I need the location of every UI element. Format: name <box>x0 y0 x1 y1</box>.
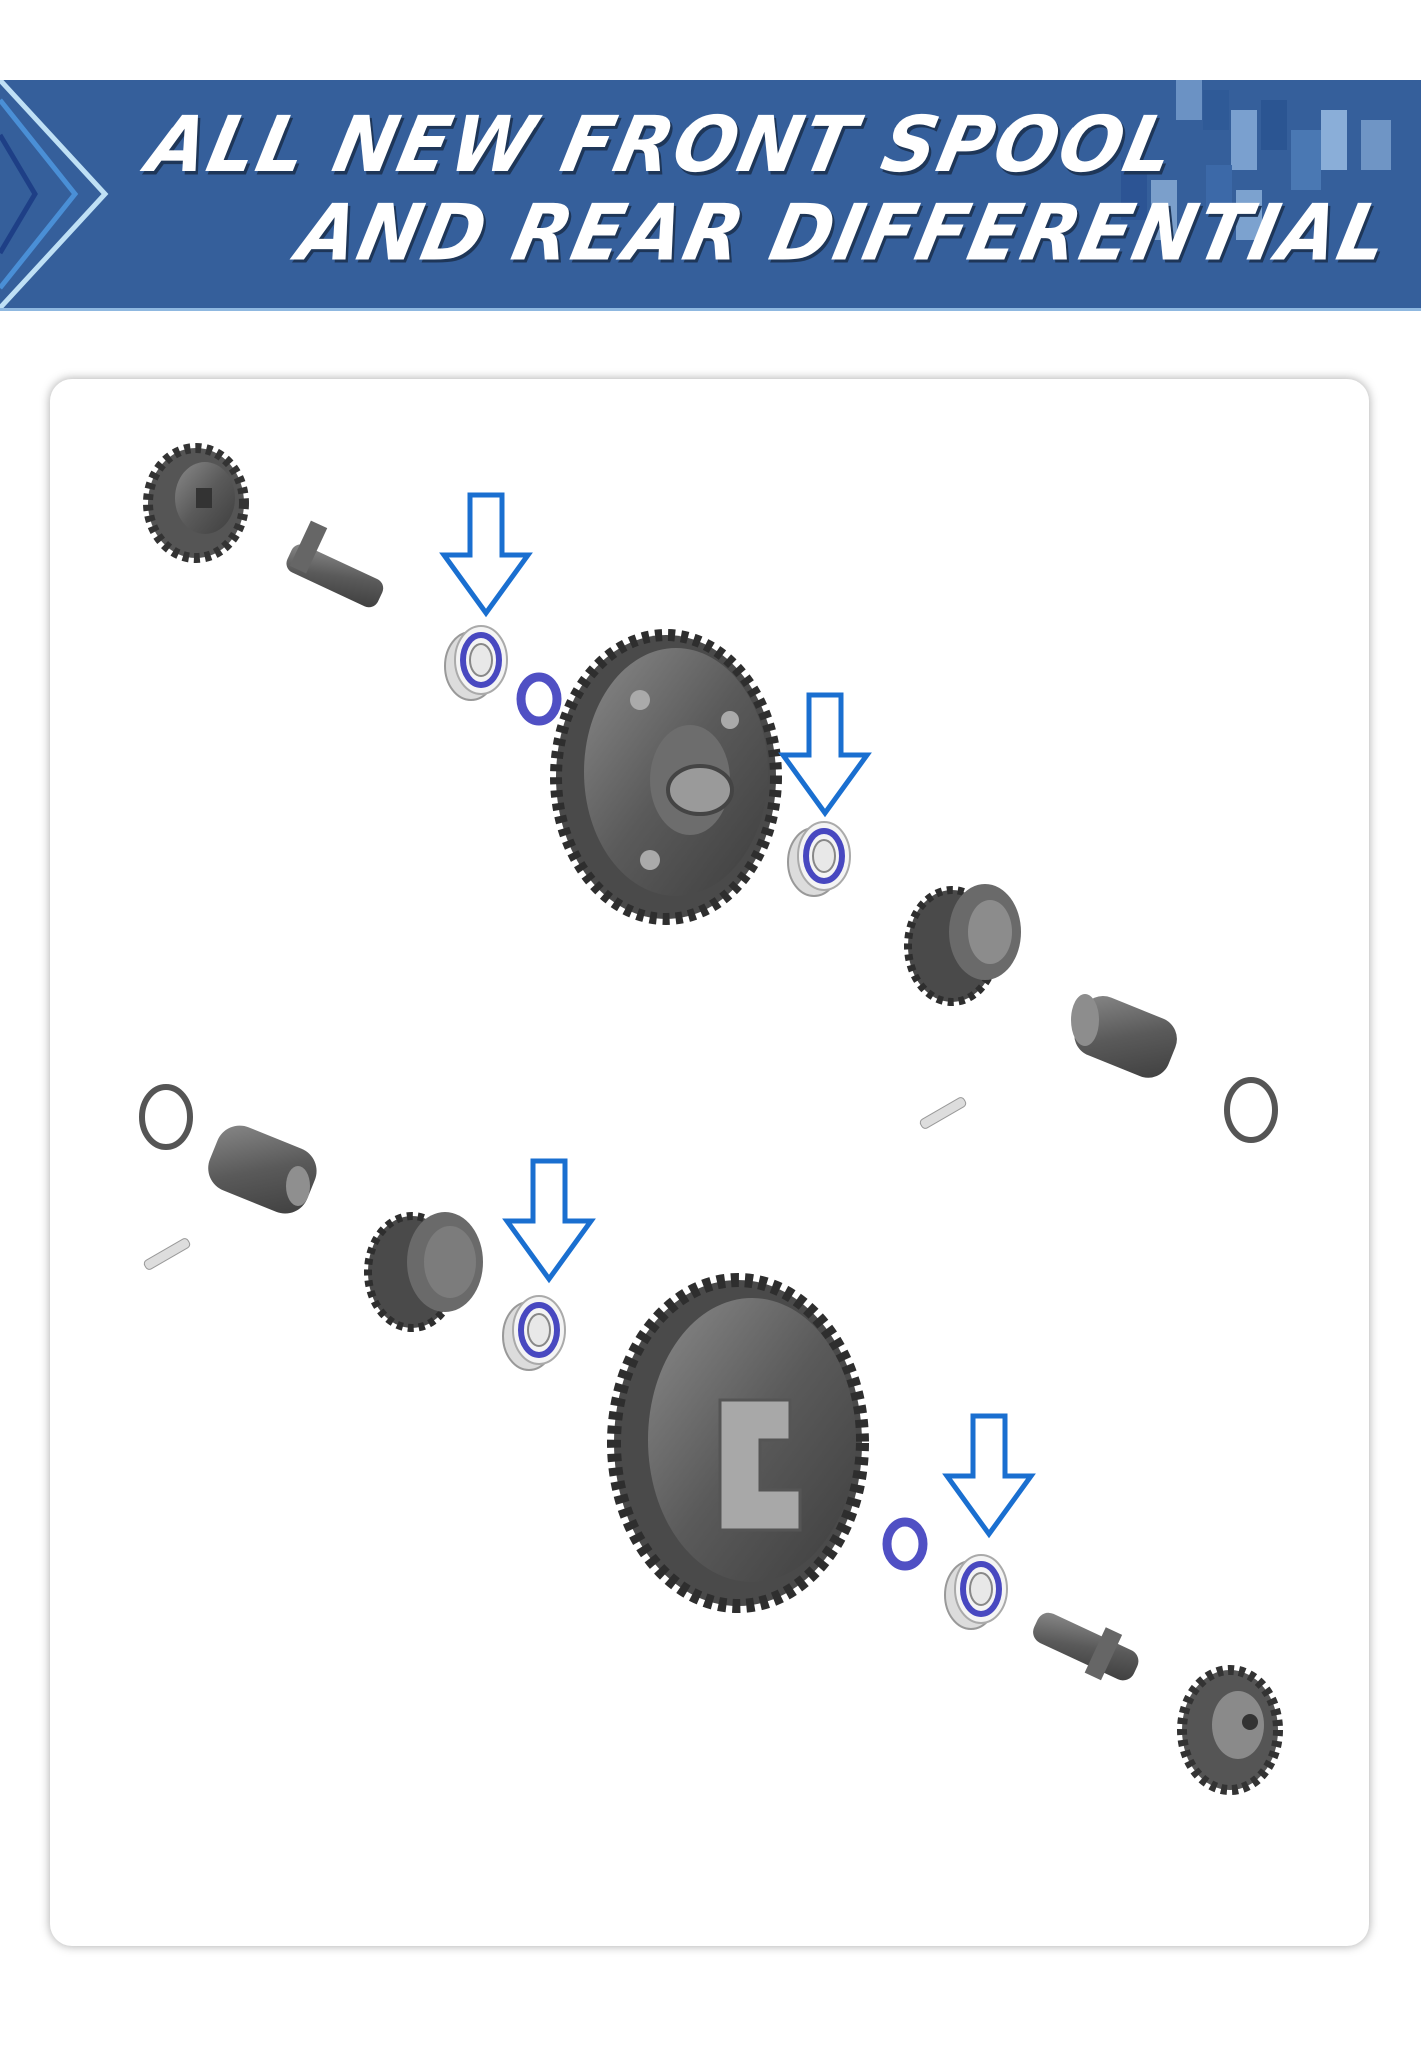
spool-spur-gear <box>550 629 782 925</box>
drive-pin-rear <box>143 1238 191 1270</box>
callout-arrow-3 <box>507 1161 591 1279</box>
spool-hub-front <box>904 884 1021 1006</box>
callout-arrow-1 <box>444 495 528 613</box>
outdrive-cup-front-right <box>1071 994 1177 1078</box>
differential-ring-gear <box>607 1273 869 1613</box>
diff-hub-rear <box>364 1212 483 1332</box>
exploded-parts-diagram <box>50 443 1283 1795</box>
o-ring-blue-small-front <box>516 672 562 726</box>
header-banner: ALL NEW FRONT SPOOL AND REAR DIFFERENTIA… <box>0 80 1421 311</box>
outdrive-cup-rear-left <box>208 1125 317 1214</box>
o-ring-front-right <box>1227 1080 1275 1140</box>
pixel-decoration <box>1121 80 1391 240</box>
callout-arrow-2 <box>783 695 867 813</box>
bearing-2 <box>788 822 850 896</box>
drive-pin-front <box>919 1097 967 1129</box>
o-ring-rear-left <box>142 1087 190 1147</box>
bevel-pinion-gear <box>1177 1665 1283 1795</box>
title-line-2: AND REAR DIFFERENTIAL <box>290 187 1399 279</box>
title-line-1: ALL NEW FRONT SPOOL <box>140 99 1184 191</box>
input-shaft-front <box>286 520 384 608</box>
bearing-4 <box>945 1555 1007 1629</box>
bearing-1 <box>445 626 507 700</box>
input-shaft-rear <box>1033 1612 1139 1681</box>
o-ring-blue-small-rear <box>882 1517 928 1571</box>
bearing-3 <box>503 1296 565 1370</box>
chevron-decoration-icon <box>0 80 109 308</box>
callout-arrow-4 <box>947 1416 1031 1534</box>
diagram-card <box>50 379 1369 1946</box>
pinion-gear-small <box>143 443 249 563</box>
